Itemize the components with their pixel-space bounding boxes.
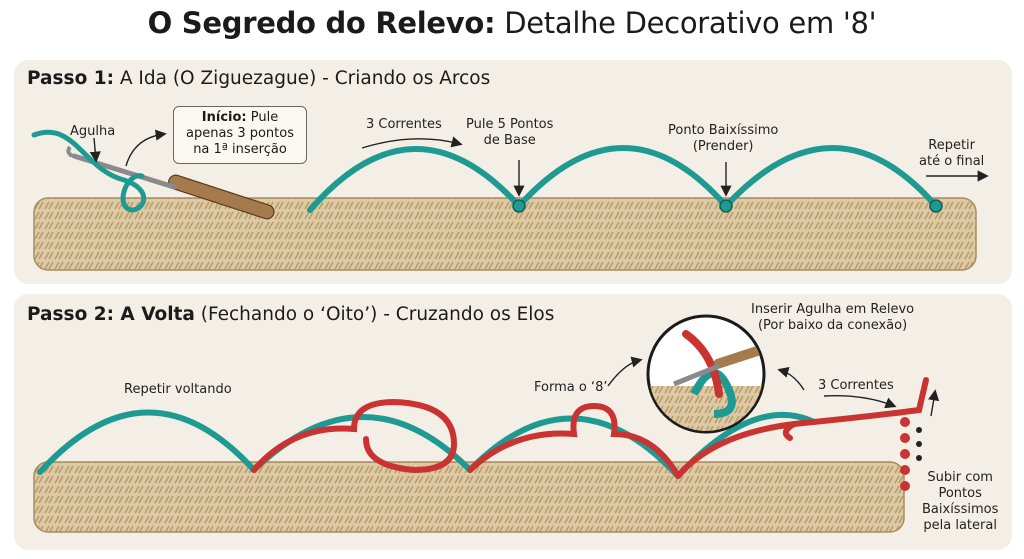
label-inserir-agulha: Inserir Agulha em Relevo (Por baixo da c… — [751, 302, 914, 334]
step1-panel: Passo 1: A Ida (O Ziguezague) - Criando … — [14, 60, 1012, 284]
ponto-line2: (Prender) — [692, 139, 754, 154]
red-loops — [251, 377, 929, 479]
label-3-correntes: 3 Correntes — [366, 117, 442, 132]
ponto-line1: Ponto Baixíssimo — [668, 123, 779, 138]
arrow-correntes — [361, 136, 463, 149]
step1-illustration — [31, 129, 989, 271]
subir-line3: Baixíssimos — [922, 502, 999, 517]
inicio-line3: na 1ª inserção — [193, 142, 287, 157]
subir-line1: Subir com — [927, 470, 993, 485]
inicio-line1: Pule — [250, 110, 279, 125]
step1-heading-rest: A Ida (O Ziguezague) - Criando os Arcos — [119, 68, 491, 89]
slip-stitch-1 — [512, 199, 526, 213]
subir-line4: pela lateral — [923, 518, 997, 533]
diagram-title: O Segredo do Relevo: Detalhe Decorativo … — [0, 6, 1024, 40]
teal-arcs — [307, 145, 939, 213]
step1-heading: Passo 1: A Ida (O Ziguezague) - Criando … — [27, 68, 490, 89]
inicio-callout: Início: Pule apenas 3 pontos na 1ª inser… — [173, 106, 307, 164]
step2-heading: Passo 2: A Volta (Fechando o ‘Oito’) - C… — [27, 304, 554, 325]
title-bold: O Segredo do Relevo: — [147, 6, 496, 40]
arrow-subir — [928, 389, 940, 417]
arc-3 — [723, 145, 939, 209]
inserir-line2: (Por baixo da conexão) — [757, 318, 908, 333]
arrow-inicio — [125, 129, 167, 167]
arrow-correntes-2 — [823, 395, 897, 409]
label-repetir: Repetir até o final — [919, 138, 984, 170]
step2-heading-bold: Passo 2: A Volta — [27, 304, 195, 325]
slip-stitch-3 — [929, 199, 943, 213]
crochet-base-2 — [33, 461, 905, 533]
inicio-line2: apenas 3 pontos — [186, 126, 294, 141]
inserir-line1: Inserir Agulha em Relevo — [751, 302, 915, 317]
step2-heading-rest: - Cruzando os Elos — [383, 304, 555, 325]
step2-heading-mid: (Fechando o ‘Oito’) — [200, 304, 378, 325]
arrow-agulha — [89, 137, 101, 163]
repetir-line1: Repetir — [928, 138, 976, 153]
pule-line1: Pule 5 Pontos — [466, 117, 554, 132]
step2-panel: Passo 2: A Volta (Fechando o ‘Oito’) - C… — [14, 294, 1012, 550]
repetir-line2: até o final — [919, 154, 985, 169]
label-repetir-voltando: Repetir voltando — [124, 382, 232, 397]
subir-line2: Pontos — [938, 486, 982, 501]
label-agulha: Agulha — [70, 124, 116, 139]
label-forma-8: Forma o ‘8’ — [534, 380, 608, 395]
side-slip-stitches — [900, 417, 922, 491]
arrow-inserir — [777, 366, 805, 391]
yarn-start — [31, 129, 147, 213]
crochet-base — [33, 197, 977, 271]
title-rest: Detalhe Decorativo em '8' — [504, 6, 877, 40]
inicio-bold: Início: — [201, 110, 247, 125]
step1-heading-bold: Passo 1: — [27, 68, 114, 89]
arc-1 — [307, 146, 522, 213]
label-ponto-baixissimo: Ponto Baixíssimo (Prender) — [668, 123, 778, 155]
slip-stitch-2 — [719, 199, 733, 213]
step2-illustration — [33, 314, 940, 533]
pule-line2: de Base — [483, 133, 536, 148]
arc-2 — [516, 145, 729, 209]
zoom-inset — [646, 314, 766, 434]
label-pule-5-pontos: Pule 5 Pontos de Base — [466, 117, 553, 149]
arrow-forma — [607, 356, 643, 387]
label-3-correntes-2: 3 Correntes — [818, 378, 894, 393]
label-subir: Subir com Pontos Baixíssimos pela latera… — [922, 470, 998, 534]
